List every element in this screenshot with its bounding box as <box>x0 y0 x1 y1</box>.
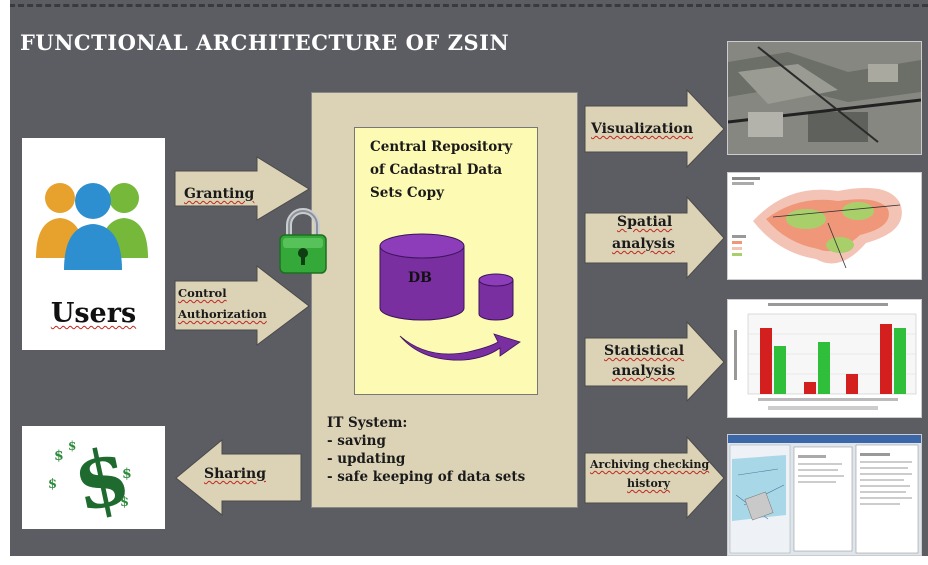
curved-arrow-icon <box>399 333 521 361</box>
spatial-analysis-thumbnail <box>727 172 922 280</box>
analysis-label-1: analysis <box>612 236 675 252</box>
spatial-analysis-arrow <box>584 195 725 280</box>
repository-title-line-1: Central Repository <box>370 139 513 155</box>
svg-text:$: $ <box>54 448 64 464</box>
repository-title: Central Repository of Cadastral Data Set… <box>370 136 530 205</box>
control-authorization-arrow <box>174 264 310 346</box>
repository-title-line-2: of Cadastral Data <box>370 162 503 178</box>
it-system-text: IT System: - saving - updating - safe ke… <box>327 414 567 486</box>
granting-label: Granting <box>184 186 255 202</box>
svg-text:$: $ <box>122 466 132 482</box>
statistical-label: Statistical <box>604 343 685 359</box>
history-label: history <box>627 477 670 490</box>
analysis-label-2: analysis <box>612 363 675 379</box>
users-panel: Users <box>22 138 165 350</box>
archiving-history-arrow <box>584 435 725 520</box>
it-system-item-updating: - updating <box>327 451 406 467</box>
statistical-chart-thumbnail <box>727 299 922 418</box>
visualization-label: Visualization <box>591 121 694 137</box>
svg-text:$: $ <box>68 439 76 453</box>
repository-title-line-3: Sets Copy <box>370 185 444 201</box>
svg-text:$: $ <box>48 477 57 492</box>
slide-title: FUNCTIONAL ARCHITECTURE OF ZSIN <box>20 30 510 55</box>
sharing-label: Sharing <box>204 466 267 482</box>
users-label: Users <box>50 298 137 329</box>
archive-documents-thumbnail <box>727 434 922 556</box>
visualization-arrow <box>584 88 725 169</box>
it-system-item-safe-keeping: - safe keeping of data sets <box>327 469 526 485</box>
granting-arrow <box>174 156 310 221</box>
control-label: Control <box>178 286 227 300</box>
top-dashed-border <box>0 4 928 7</box>
database-icon <box>379 233 514 321</box>
spatial-label: Spatial <box>617 214 673 230</box>
dollar-icon: $ $ $ $ $ $ <box>48 430 138 529</box>
money-panel: $ $ $ $ $ $ <box>22 426 165 529</box>
archive-documents-image <box>728 435 921 555</box>
authorization-label: Authorization <box>178 307 267 321</box>
lock-icon <box>279 208 327 274</box>
left-margin <box>0 0 10 565</box>
aerial-map-image <box>728 42 921 154</box>
it-system-heading: IT System: <box>327 415 408 431</box>
statistical-chart-image <box>734 303 917 410</box>
bottom-margin <box>0 556 928 565</box>
svg-text:$: $ <box>120 495 129 510</box>
sharing-arrow <box>175 438 302 517</box>
spatial-analysis-image <box>732 177 902 269</box>
statistical-analysis-arrow <box>584 320 725 403</box>
it-system-item-saving: - saving <box>327 433 386 449</box>
db-label: DB <box>408 270 432 286</box>
aerial-map-thumbnail <box>727 41 922 155</box>
users-icon <box>36 183 148 270</box>
archiving-label: Archiving checking <box>590 458 710 471</box>
